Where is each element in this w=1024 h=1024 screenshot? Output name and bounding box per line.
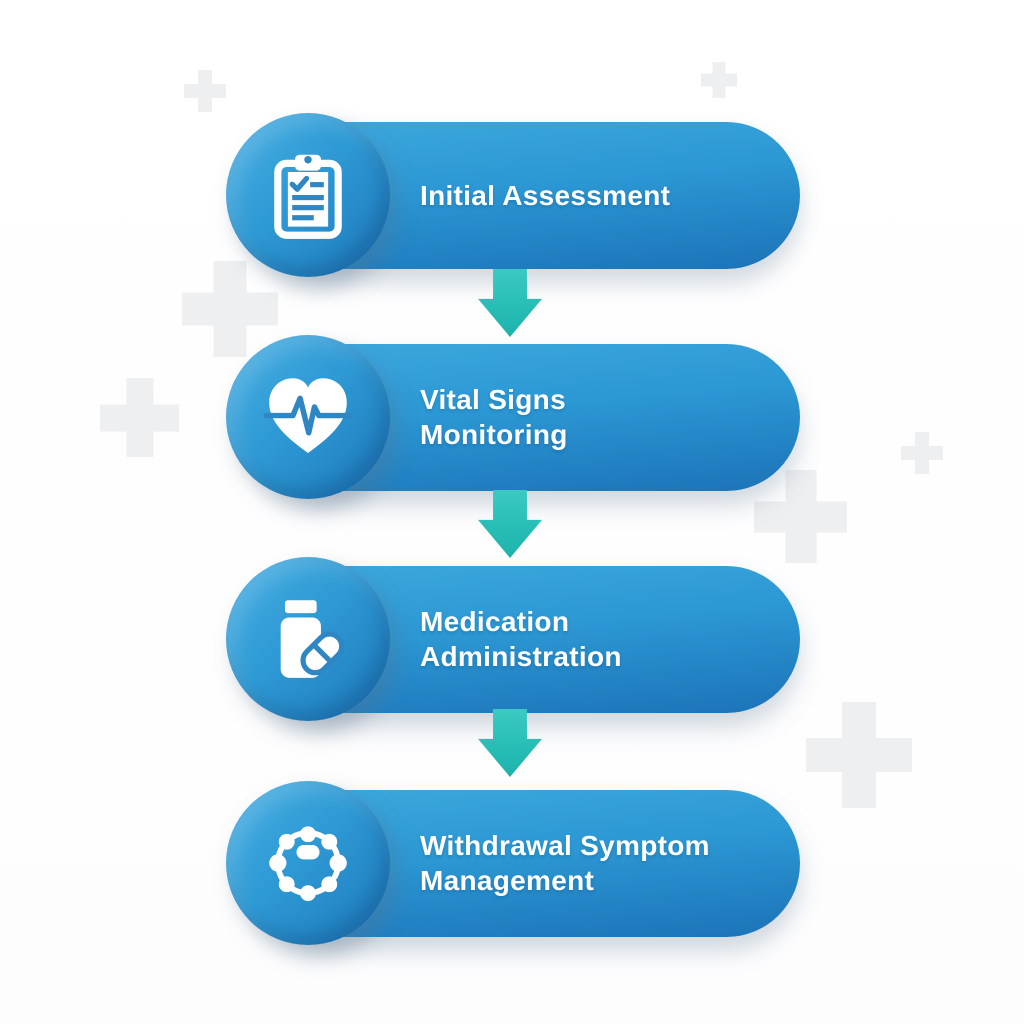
medication-bottle-icon	[280, 600, 345, 678]
down-arrow-icon	[478, 269, 542, 337]
heart-pulse-icon	[263, 378, 353, 453]
patient-group-icon	[269, 826, 347, 902]
step-label-line: Initial Assessment	[420, 179, 671, 211]
step-initial-assessment: Initial Assessment	[226, 113, 800, 277]
background-plus-icon	[184, 70, 226, 112]
step-label-line: Withdrawal Symptom	[420, 830, 710, 861]
step-badge	[226, 335, 390, 499]
step-label-line: Medication	[420, 606, 570, 637]
clipboard-check-icon	[274, 154, 342, 239]
background-plus-icon	[806, 702, 912, 808]
background-plus-icon	[901, 432, 943, 474]
step-label: Withdrawal Symptom Management	[420, 781, 760, 945]
step-withdrawal-symptom-management: Withdrawal Symptom Management	[226, 781, 800, 945]
step-badge	[226, 113, 390, 277]
step-medication-administration: Medication Administration	[226, 557, 800, 721]
step-label-line: Monitoring	[420, 419, 568, 450]
step-badge	[226, 781, 390, 945]
step-label-line: Management	[420, 865, 595, 896]
step-badge	[226, 557, 390, 721]
step-vital-signs-monitoring: Vital Signs Monitoring	[226, 335, 800, 499]
step-label-line: Administration	[420, 641, 622, 672]
step-label: Vital Signs Monitoring	[420, 335, 760, 499]
down-arrow-icon	[478, 490, 542, 558]
step-label-line: Vital Signs	[420, 384, 566, 415]
background-plus-icon	[100, 378, 179, 457]
step-label: Initial Assessment	[420, 113, 760, 277]
step-label: Medication Administration	[420, 557, 760, 721]
background-plus-icon	[701, 62, 737, 98]
